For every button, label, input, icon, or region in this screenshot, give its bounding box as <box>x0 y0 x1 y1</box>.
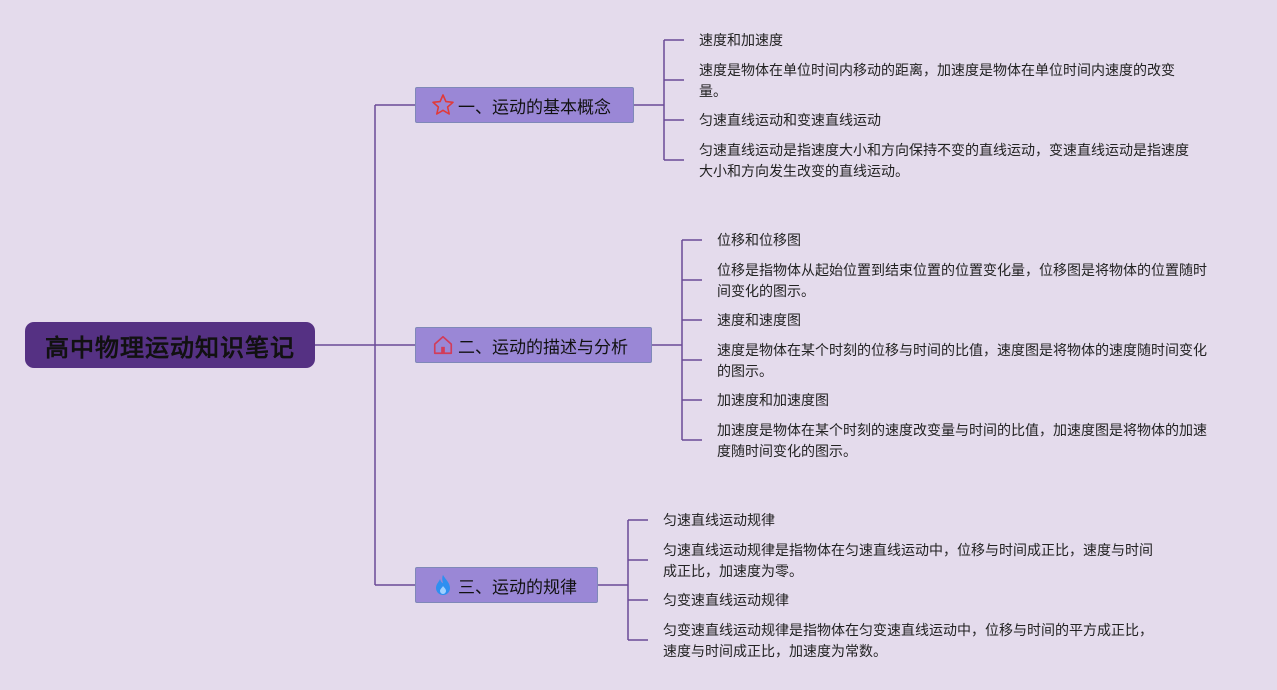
leaf-title: 加速度和加速度图 <box>717 393 829 409</box>
leaf-title: 速度和加速度 <box>699 33 783 49</box>
branch-description-analysis[interactable]: 二、运动的描述与分析 <box>415 327 652 363</box>
leaf-title: 匀速直线运动规律 <box>663 513 775 529</box>
leaf-detail: 速度是物体在某个时刻的位移与时间的比值，速度图是将物体的速度随时间变化的图示。 <box>717 343 1207 380</box>
leaf-detail: 加速度是物体在某个时刻的速度改变量与时间的比值，加速度图是将物体的加速度随时间变… <box>717 423 1207 460</box>
leaf-title: 匀速直线运动和变速直线运动 <box>699 113 881 129</box>
star-icon <box>430 92 456 118</box>
branch-label: 三、运动的规律 <box>458 577 577 598</box>
branch-label: 一、运动的基本概念 <box>458 97 611 118</box>
flame-icon <box>430 572 456 598</box>
leaf-title: 速度和速度图 <box>717 313 801 329</box>
leaf-detail: 匀速直线运动是指速度大小和方向保持不变的直线运动，变速直线运动是指速度大小和方向… <box>699 143 1189 180</box>
leaf-detail: 位移是指物体从起始位置到结束位置的位置变化量，位移图是将物体的位置随时间变化的图… <box>717 263 1207 300</box>
leaf-detail: 速度是物体在单位时间内移动的距离，加速度是物体在单位时间内速度的改变量。 <box>699 63 1175 100</box>
branch-basic-concepts[interactable]: 一、运动的基本概念 <box>415 87 634 123</box>
house-icon <box>430 332 456 358</box>
branch-motion-laws[interactable]: 三、运动的规律 <box>415 567 598 603</box>
leaf-title: 匀变速直线运动规律 <box>663 593 789 609</box>
root-title: 高中物理运动知识笔记 <box>45 333 295 362</box>
leaf-title: 位移和位移图 <box>717 233 801 249</box>
leaf-detail: 匀速直线运动规律是指物体在匀速直线运动中，位移与时间成正比，速度与时间成正比，加… <box>663 543 1153 580</box>
branch-label: 二、运动的描述与分析 <box>458 337 628 358</box>
root-topic[interactable]: 高中物理运动知识笔记 <box>25 322 315 368</box>
leaf-detail: 匀变速直线运动规律是指物体在匀变速直线运动中，位移与时间的平方成正比，速度与时间… <box>663 623 1153 660</box>
